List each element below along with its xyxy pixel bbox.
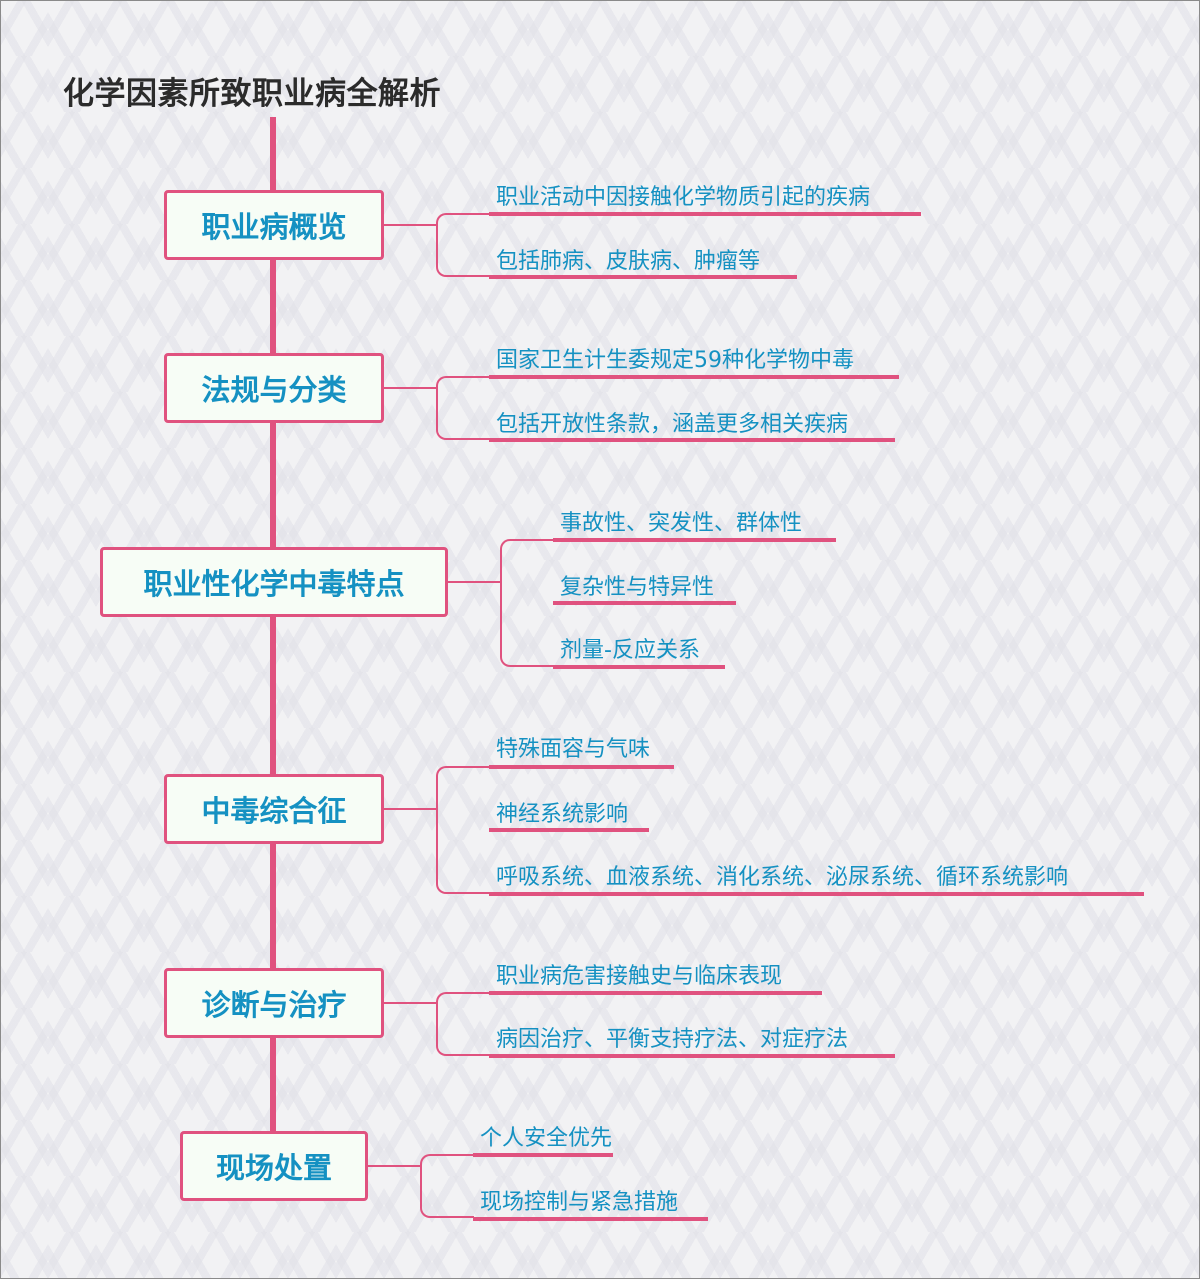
subtopic-underline <box>489 275 797 279</box>
subtopic-item[interactable]: 个人安全优先 <box>480 1126 613 1151</box>
subtopic-item[interactable]: 职业病危害接触史与临床表现 <box>496 964 783 989</box>
subtopic-underline <box>489 438 895 442</box>
subtopic-underline <box>489 828 649 832</box>
subtopic-item[interactable]: 国家卫生计生委规定59种化学物中毒 <box>496 348 854 373</box>
subtopic-item[interactable]: 病因治疗、平衡支持疗法、对症疗法 <box>496 1027 849 1052</box>
subtopic-item[interactable]: 事故性、突发性、群体性 <box>560 511 803 536</box>
branch-connector <box>384 224 436 226</box>
subtopic-item[interactable]: 呼吸系统、血液系统、消化系统、泌尿系统、循环系统影响 <box>496 865 1069 890</box>
subtopic-item[interactable]: 职业活动中因接触化学物质引起的疾病 <box>496 185 871 210</box>
branch-bracket <box>436 766 490 894</box>
subtopic-underline <box>489 212 921 216</box>
branch-connector <box>384 808 436 810</box>
subtopic-underline <box>489 892 1144 896</box>
subtopic-item[interactable]: 包括肺病、皮肤病、肿瘤等 <box>496 249 761 274</box>
branch-bracket <box>436 376 490 440</box>
subtopic-underline <box>553 665 725 669</box>
branch-bracket <box>436 992 490 1056</box>
branch-connector <box>384 1002 436 1004</box>
branch-bracket <box>500 539 554 667</box>
branch-connector <box>384 387 436 389</box>
subtopic-item[interactable]: 复杂性与特异性 <box>560 575 715 600</box>
branch-bracket <box>420 1154 474 1218</box>
subtopic-underline <box>473 1153 613 1157</box>
subtopic-underline <box>473 1217 708 1221</box>
subtopic-item[interactable]: 剂量-反应关系 <box>560 638 700 663</box>
subtopic-underline <box>553 538 836 542</box>
subtopic-item[interactable]: 特殊面容与气味 <box>496 737 651 762</box>
subtopic-underline <box>489 765 674 769</box>
subtopic-underline <box>489 1054 895 1058</box>
subtopic-item[interactable]: 现场控制与紧急措施 <box>480 1190 679 1215</box>
subtopic-underline <box>553 601 736 605</box>
branch-connector <box>448 581 500 583</box>
subtopic-underline <box>489 991 822 995</box>
branch-bracket <box>436 213 490 277</box>
topic-node-regulations-classification[interactable]: 法规与分类 <box>164 353 384 423</box>
topic-node-occupational-disease-overview[interactable]: 职业病概览 <box>164 190 384 260</box>
topic-node-onsite-response[interactable]: 现场处置 <box>180 1131 368 1201</box>
main-spine-connector <box>270 117 276 1132</box>
branch-connector <box>368 1165 420 1167</box>
subtopic-item[interactable]: 神经系统影响 <box>496 802 629 827</box>
mindmap-title[interactable]: 化学因素所致职业病全解析 <box>63 76 441 112</box>
subtopic-item[interactable]: 包括开放性条款，涵盖更多相关疾病 <box>496 412 849 437</box>
subtopic-underline <box>489 375 899 379</box>
topic-node-poisoning-syndromes[interactable]: 中毒综合征 <box>164 774 384 844</box>
topic-node-diagnosis-treatment[interactable]: 诊断与治疗 <box>164 968 384 1038</box>
topic-node-poisoning-characteristics[interactable]: 职业性化学中毒特点 <box>100 547 448 617</box>
